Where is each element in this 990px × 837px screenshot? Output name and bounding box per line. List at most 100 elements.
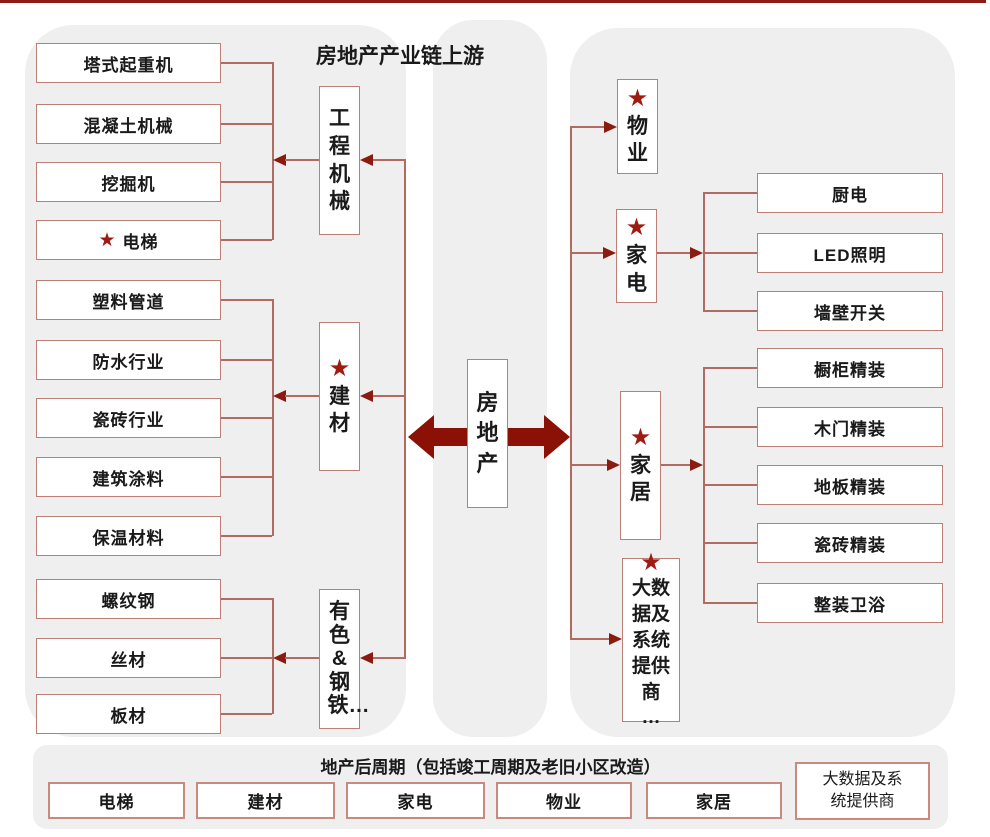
connector-line bbox=[221, 62, 272, 64]
node-elevator: ★电梯 bbox=[36, 220, 221, 260]
bracket-line bbox=[272, 62, 274, 240]
connector-line bbox=[221, 181, 272, 183]
node-label: 墙壁开关 bbox=[814, 303, 886, 323]
hub-property-management: ★物业 bbox=[617, 79, 658, 174]
node-led-lighting: LED照明 bbox=[757, 233, 943, 273]
node-plastic-pipes: 塑料管道 bbox=[36, 280, 221, 320]
post-cycle-item-elevator: 电梯 bbox=[48, 782, 185, 819]
connector-line bbox=[285, 395, 319, 397]
hub-big-data-systems: ★大数据及系统提供商 … bbox=[622, 549, 680, 728]
star-icon: ★ bbox=[625, 214, 648, 242]
node-real-estate: 房地产 bbox=[467, 359, 508, 508]
connector-line bbox=[703, 484, 757, 486]
arrow-right-icon bbox=[690, 459, 703, 471]
node-label: 混凝土机械 bbox=[83, 116, 174, 136]
connector-line bbox=[285, 159, 319, 161]
post-cycle-item-building-materials: 建材 bbox=[196, 782, 335, 819]
post-cycle-item-home-appliances: 家电 bbox=[346, 782, 485, 819]
node-label: 塔式起重机 bbox=[83, 55, 174, 75]
arrow-left-icon bbox=[273, 390, 286, 402]
connector-line bbox=[221, 535, 272, 537]
node-plate: 板材 bbox=[36, 694, 221, 734]
node-bathroom-suite: 整装卫浴 bbox=[757, 583, 943, 623]
connector-line bbox=[221, 476, 272, 478]
upstream-title: 房地产产业链上游 bbox=[316, 45, 484, 68]
connector-line bbox=[373, 159, 406, 161]
node-waterproofing: 防水行业 bbox=[36, 340, 221, 380]
node-label: 整装卫浴 bbox=[814, 595, 886, 615]
node-ceramic-tile-industry: 瓷砖行业 bbox=[36, 398, 221, 438]
hub-label: 工程机械 bbox=[329, 107, 350, 214]
node-label: 电梯 bbox=[98, 793, 135, 812]
node-label: 丝材 bbox=[110, 650, 147, 670]
connector-line bbox=[703, 252, 757, 254]
arrow-left-icon bbox=[360, 652, 373, 664]
connector-line bbox=[285, 657, 319, 659]
node-label: 橱柜精装 bbox=[814, 360, 886, 380]
arrow-right-icon bbox=[690, 247, 703, 259]
node-label: 大数据及系 统提供商 bbox=[822, 771, 903, 810]
node-architectural-coatings: 建筑涂料 bbox=[36, 457, 221, 497]
arrow-left-icon bbox=[360, 390, 373, 402]
hub-building-materials: ★建材 bbox=[319, 322, 360, 471]
post-cycle-item-big-data: 大数据及系 统提供商 bbox=[795, 762, 930, 820]
node-concrete-machinery: 混凝土机械 bbox=[36, 104, 221, 144]
node-label: 挖掘机 bbox=[101, 174, 156, 194]
connector-line bbox=[221, 417, 272, 419]
hub-label: 物业 bbox=[627, 114, 648, 166]
arrow-right-icon bbox=[603, 247, 616, 259]
connector-line bbox=[570, 464, 607, 466]
arrow-right-icon bbox=[604, 121, 617, 133]
bracket-line bbox=[272, 299, 274, 536]
hub-label: 家电 bbox=[626, 244, 647, 295]
star-icon: ★ bbox=[98, 229, 117, 251]
star-icon: ★ bbox=[328, 354, 351, 382]
node-label: 瓷砖精装 bbox=[814, 535, 886, 555]
node-label: 防水行业 bbox=[92, 352, 165, 372]
double-arrow-right-head bbox=[544, 415, 570, 459]
hub-label: 建材 bbox=[329, 384, 350, 436]
node-label: 木门精装 bbox=[814, 419, 886, 439]
connector-line bbox=[221, 299, 272, 301]
connector-line bbox=[221, 598, 272, 600]
connector-line bbox=[221, 657, 272, 659]
connector-line bbox=[570, 252, 603, 254]
node-label: 电梯 bbox=[122, 232, 159, 252]
connector-line bbox=[373, 657, 406, 659]
connector-line bbox=[657, 252, 690, 254]
post-cycle-item-home-furnishing: 家居 bbox=[646, 782, 782, 819]
arrow-right-icon bbox=[607, 459, 620, 471]
node-kitchen-appliances: 厨电 bbox=[757, 173, 943, 213]
star-icon: ★ bbox=[640, 548, 662, 576]
node-label: 瓷砖行业 bbox=[92, 410, 165, 430]
node-label: 房地产 bbox=[476, 389, 499, 476]
hub-home-appliances: ★家电 bbox=[616, 209, 657, 303]
node-label: 建材 bbox=[247, 793, 284, 812]
connector-line bbox=[570, 126, 604, 128]
node-label: 保温材料 bbox=[92, 528, 165, 548]
node-label: LED照明 bbox=[813, 245, 887, 265]
connector-line bbox=[661, 464, 690, 466]
connector-line bbox=[703, 310, 757, 312]
node-label: 地板精装 bbox=[814, 477, 886, 497]
node-wire-rod: 丝材 bbox=[36, 638, 221, 678]
post-cycle-title: 地产后周期（包括竣工周期及老旧小区改造） bbox=[320, 758, 661, 777]
hub-nonferrous-steel: 有色&钢铁… bbox=[319, 589, 370, 729]
node-label: 家电 bbox=[397, 793, 434, 812]
node-insulation-materials: 保温材料 bbox=[36, 516, 221, 556]
connector-line bbox=[570, 126, 572, 640]
node-tile-finish: 瓷砖精装 bbox=[757, 523, 943, 563]
connector-line bbox=[703, 602, 757, 604]
connector-line bbox=[703, 542, 757, 544]
hub-label: 大数据及系统提供商 … bbox=[631, 578, 670, 729]
post-cycle-item-property: 物业 bbox=[496, 782, 632, 819]
node-excavator: 挖掘机 bbox=[36, 162, 221, 202]
connector-line bbox=[703, 192, 757, 194]
connector-line bbox=[404, 159, 406, 659]
hub-construction-machinery: 工程机械 bbox=[319, 86, 360, 235]
node-wooden-door-finish: 木门精装 bbox=[757, 407, 943, 447]
arrow-left-icon bbox=[360, 154, 373, 166]
node-label: 家居 bbox=[696, 793, 732, 812]
node-tower-crane: 塔式起重机 bbox=[36, 43, 221, 83]
